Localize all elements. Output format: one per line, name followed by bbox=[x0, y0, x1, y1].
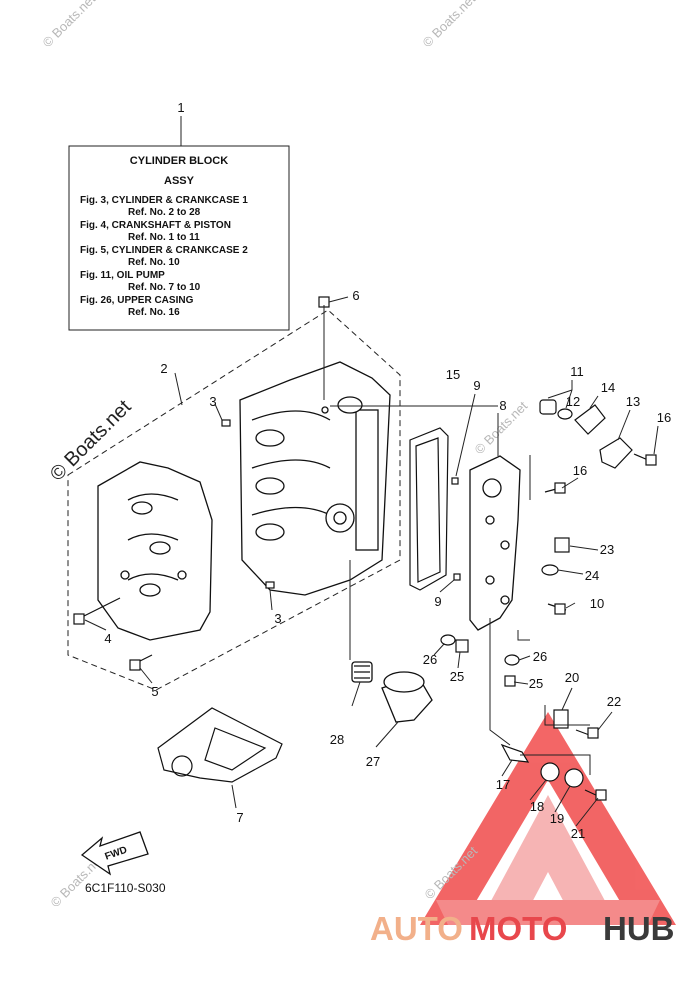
cylinder-block-left-half bbox=[97, 461, 213, 641]
callout-10: 10 bbox=[590, 596, 604, 611]
callout-23: 23 bbox=[600, 542, 614, 557]
stud-part-28 bbox=[351, 661, 373, 683]
note-line: Fig. 5, CYLINDER & CRANKCASE 2 bbox=[80, 245, 248, 256]
callout-17: 17 bbox=[496, 777, 510, 792]
callout-13: 13 bbox=[626, 394, 640, 409]
forward-direction-arrow: FWD bbox=[80, 831, 149, 876]
leader-lines bbox=[84, 296, 659, 827]
callout-11: 11 bbox=[570, 364, 584, 379]
callout-26: 26 bbox=[533, 649, 547, 664]
callout-numbers: 1 2 3 3 4 5 6 7 8 9 9 10 11 12 13 14 15 … bbox=[104, 100, 671, 841]
callout-5: 5 bbox=[151, 684, 158, 699]
callout-28: 28 bbox=[330, 732, 344, 747]
callout-3: 3 bbox=[209, 394, 216, 409]
note-line: Ref. No. 10 bbox=[128, 257, 180, 268]
callout-1: 1 bbox=[177, 100, 184, 115]
callout-14: 14 bbox=[601, 380, 615, 395]
callout-21: 21 bbox=[571, 826, 585, 841]
cylinder-block-main bbox=[239, 361, 391, 596]
watermark-top-left: © Boats.net bbox=[40, 0, 99, 50]
callout-19: 19 bbox=[550, 811, 564, 826]
brand-part-moto: MOTO bbox=[469, 910, 567, 947]
note-title-line-1: CYLINDER BLOCK bbox=[130, 155, 228, 167]
gasket-part-15 bbox=[409, 427, 449, 591]
callout-22: 22 bbox=[607, 694, 621, 709]
cylinder-block-note-box: CYLINDER BLOCK ASSY Fig. 3, CYLINDER & C… bbox=[68, 116, 290, 331]
diagram-code: 6C1F110-S030 bbox=[85, 881, 166, 895]
callout-9: 9 bbox=[473, 378, 480, 393]
brand-part-auto: AUTO bbox=[370, 910, 463, 947]
callout-24: 24 bbox=[585, 568, 599, 583]
callout-16: 16 bbox=[573, 463, 587, 478]
callout-6: 6 bbox=[352, 288, 359, 303]
callout-25: 25 bbox=[450, 669, 464, 684]
callout-7: 7 bbox=[236, 810, 243, 825]
callout-20: 20 bbox=[565, 670, 579, 685]
brand-triangle-logo bbox=[420, 712, 676, 925]
note-line: Fig. 11, OIL PUMP bbox=[80, 270, 165, 281]
note-line: Ref. No. 16 bbox=[128, 307, 180, 318]
watermark-top-right: © Boats.net bbox=[420, 0, 479, 50]
note-line: Fig. 26, UPPER CASING bbox=[80, 295, 194, 306]
callout-25: 25 bbox=[529, 676, 543, 691]
small-parts bbox=[73, 296, 657, 801]
note-line: Ref. No. 2 to 28 bbox=[128, 207, 201, 218]
callout-26: 26 bbox=[423, 652, 437, 667]
callout-27: 27 bbox=[366, 754, 380, 769]
assembly-outline-dashed bbox=[67, 309, 401, 691]
callout-8: 8 bbox=[499, 398, 506, 413]
note-line: Fig. 4, CRANKSHAFT & PISTON bbox=[80, 220, 231, 231]
callout-4: 4 bbox=[104, 631, 111, 646]
oil-filter-part-27 bbox=[381, 671, 433, 723]
callout-2: 2 bbox=[160, 361, 167, 376]
callout-18: 18 bbox=[530, 799, 544, 814]
brand-wordmark: AUTO MOTO HUB bbox=[370, 910, 675, 947]
callout-3: 3 bbox=[274, 611, 281, 626]
callout-16: 16 bbox=[657, 410, 671, 425]
cover-part-8 bbox=[469, 455, 521, 631]
callout-15: 15 bbox=[446, 367, 460, 382]
note-line: Fig. 3, CYLINDER & CRANKCASE 1 bbox=[80, 195, 248, 206]
callout-9: 9 bbox=[434, 594, 441, 609]
brand-part-hub: HUB bbox=[603, 910, 675, 947]
note-line: Ref. No. 7 to 10 bbox=[128, 282, 201, 293]
note-title-line-2: ASSY bbox=[164, 175, 195, 187]
callout-12: 12 bbox=[566, 394, 580, 409]
note-line: Ref. No. 1 to 11 bbox=[128, 232, 200, 243]
gasket-part-7 bbox=[157, 707, 283, 783]
